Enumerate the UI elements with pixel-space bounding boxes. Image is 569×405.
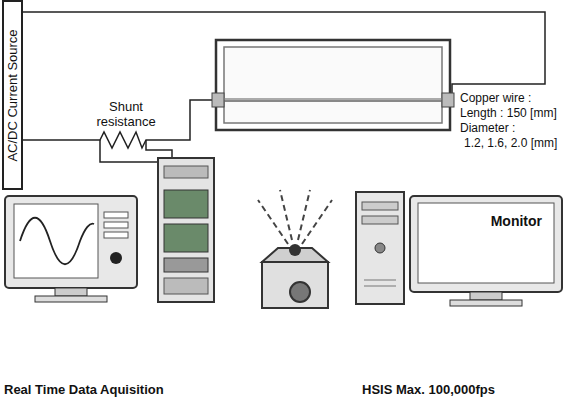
test-chamber	[212, 40, 454, 130]
daq-rack	[158, 158, 214, 302]
current-source-box: AC/DC Current Source	[2, 0, 23, 190]
wire-label: Copper wire :	[460, 92, 531, 106]
source-label: AC/DC Current Source	[5, 29, 20, 161]
pc-tower	[356, 192, 404, 304]
diameter-label: Diameter :	[460, 122, 515, 136]
daq-caption: Real Time Data Aquisition	[4, 383, 164, 398]
high-speed-camera	[258, 190, 332, 308]
camera-monitor	[410, 196, 562, 306]
hsis-caption: HSIS Max. 100,000fps	[362, 383, 495, 398]
shunt-label: Shunt resistance	[86, 100, 166, 130]
screen-label: Monitor	[491, 213, 542, 229]
diameter-values: 1.2, 1.6, 2.0 [mm]	[464, 137, 557, 151]
monitor-screen: Monitor	[418, 203, 554, 283]
daq-monitor	[5, 196, 137, 302]
circuit-wires	[22, 12, 545, 140]
length-label: Length : 150 [mm]	[460, 107, 557, 121]
